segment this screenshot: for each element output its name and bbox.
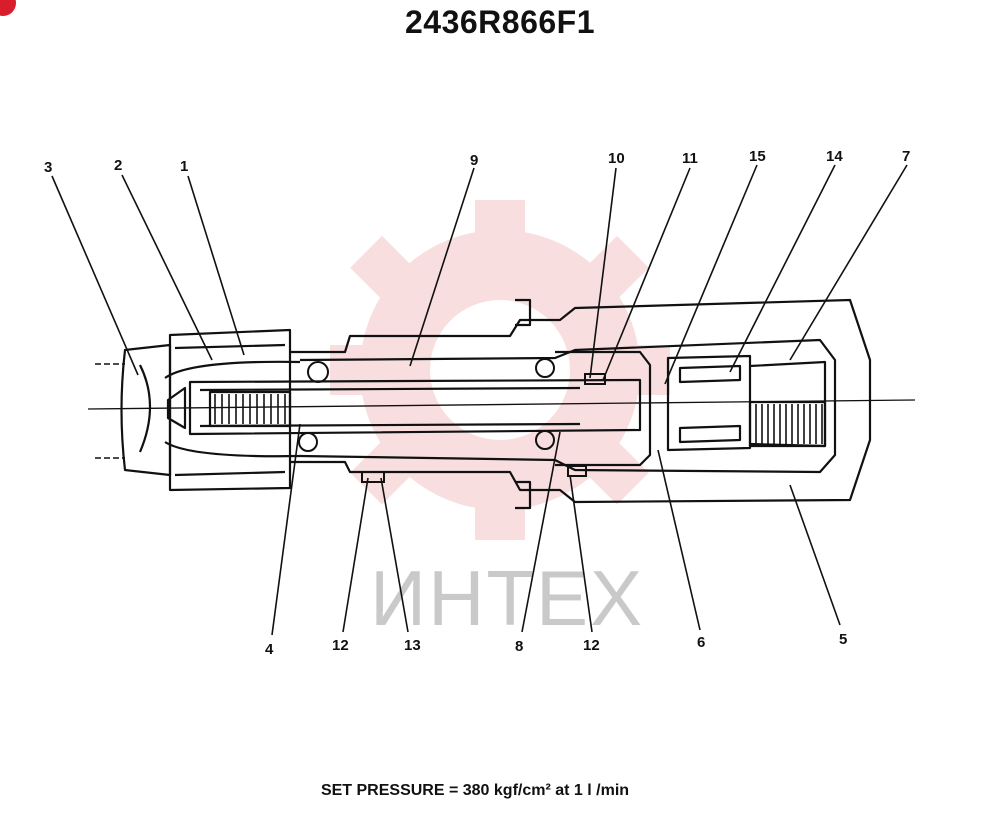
callout-3: 3 (44, 159, 52, 176)
callout-15: 15 (749, 148, 766, 165)
callout-4: 4 (265, 641, 274, 658)
spring-hatching (214, 394, 823, 444)
callout-13: 13 (404, 637, 421, 654)
part-number-title: 2436R866F1 (404, 4, 596, 40)
valve-body-outline (120, 298, 872, 510)
callout-11: 11 (682, 150, 698, 167)
callout-12-right: 12 (583, 637, 600, 654)
set-pressure-note: SET PRESSURE = 380 kgf/cm² at 1 l /min (320, 782, 630, 799)
callout-12-left: 12 (332, 637, 349, 654)
callout-8: 8 (515, 638, 523, 655)
watermark-gear (330, 200, 670, 540)
watermark-text: ИНТЕХ (370, 554, 644, 642)
callout-6: 6 (697, 634, 705, 651)
callout-labels: 3 2 1 9 10 11 15 14 7 4 12 13 8 12 6 5 (44, 148, 910, 658)
callout-5: 5 (839, 631, 847, 648)
callout-2: 2 (114, 157, 122, 174)
callout-14: 14 (826, 148, 843, 165)
callout-10: 10 (608, 150, 625, 167)
corner-badge (0, 0, 16, 16)
callout-1: 1 (180, 158, 188, 175)
callout-7: 7 (902, 148, 910, 165)
seal-rings (298, 358, 606, 483)
callout-leaders (51, 164, 908, 636)
callout-9: 9 (470, 152, 478, 169)
